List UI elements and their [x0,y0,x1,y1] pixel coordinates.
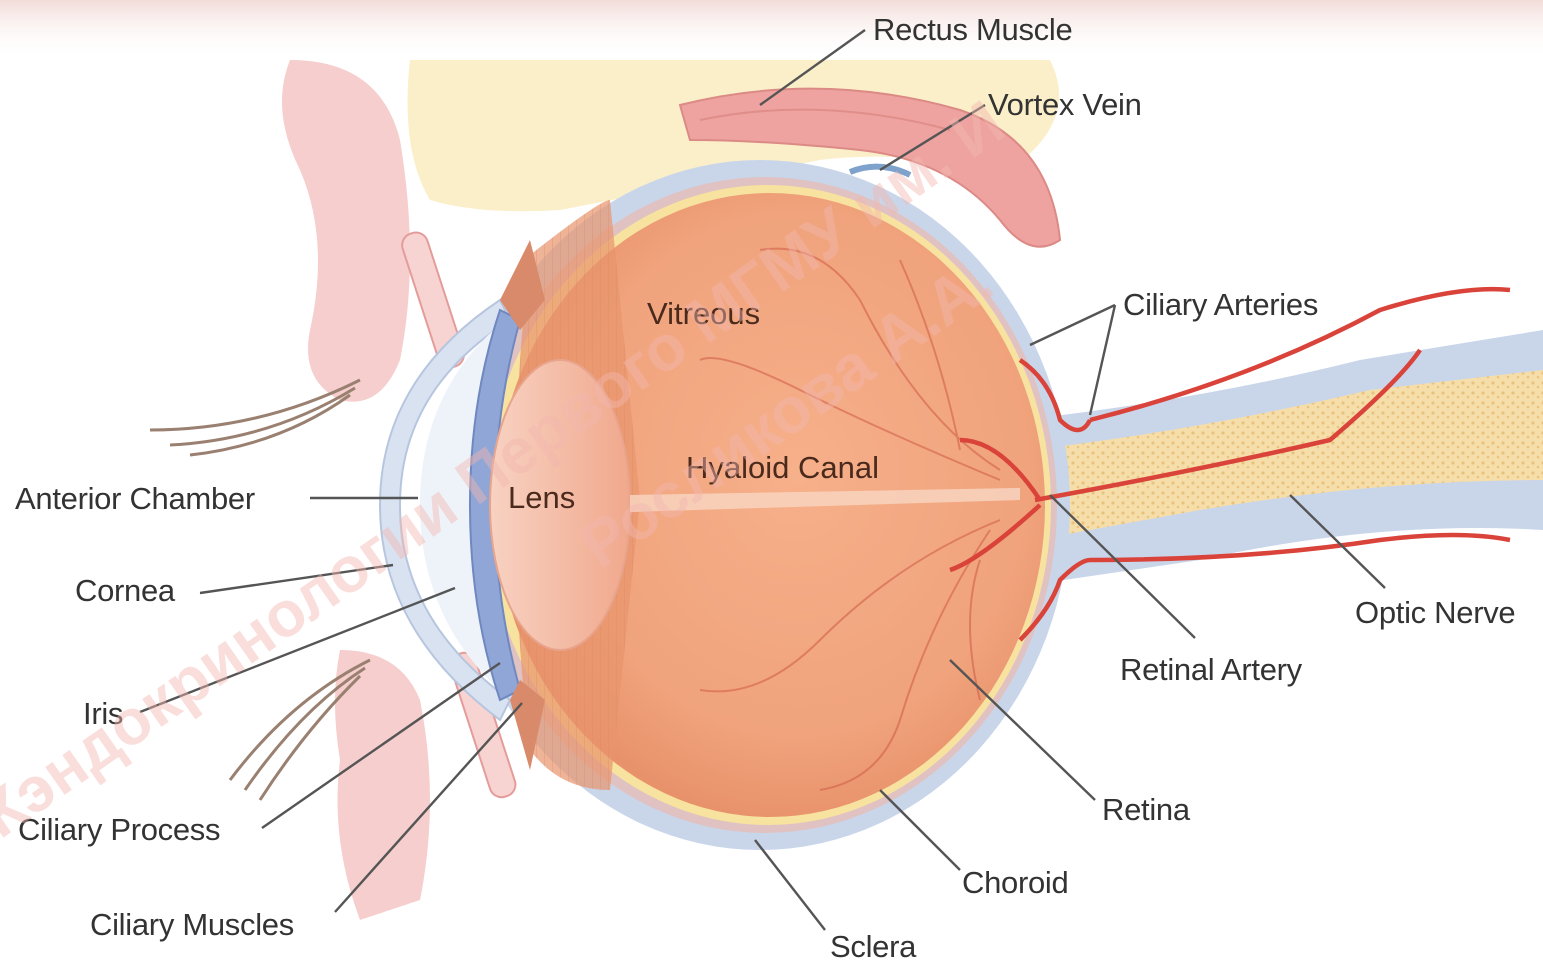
leader-ciliary-arteries-1 [1030,305,1115,345]
label-ciliary-arteries: Ciliary Arteries [1123,287,1318,322]
leader-ciliary-arteries-2 [1090,305,1115,415]
leader-choroid [880,790,960,870]
label-choroid: Choroid [962,865,1068,900]
label-sclera: Sclera [830,929,917,961]
label-retinal-artery: Retinal Artery [1120,652,1303,687]
leader-sclera [755,840,825,930]
top-band [0,0,1543,60]
label-anterior-chamber: Anterior Chamber [15,481,255,516]
label-vortex-vein: Vortex Vein [988,87,1142,122]
label-rectus-muscle: Rectus Muscle [873,12,1072,47]
label-ciliary-muscles: Ciliary Muscles [90,907,294,942]
upper-eyelid [282,60,410,402]
label-cornea: Cornea [75,573,176,608]
label-optic-nerve: Optic Nerve [1355,595,1515,630]
lower-eyelid [335,650,430,920]
label-retina: Retina [1102,792,1191,827]
